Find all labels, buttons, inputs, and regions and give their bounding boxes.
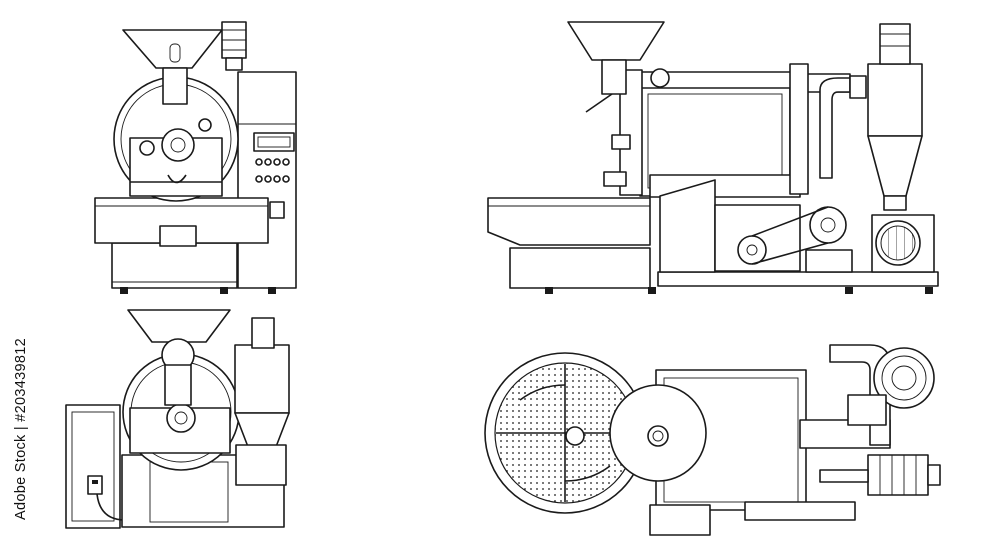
- roaster-front-view-icon: [94, 21, 297, 294]
- roaster-top-view-icon: [484, 344, 941, 536]
- roaster-left-view-icon: [65, 309, 290, 529]
- roaster-side-view-icon: [487, 21, 939, 294]
- stock-id-watermark: Adobe Stock | #203439812: [10, 309, 32, 549]
- stock-id-text: Adobe Stock | #203439812: [13, 338, 30, 520]
